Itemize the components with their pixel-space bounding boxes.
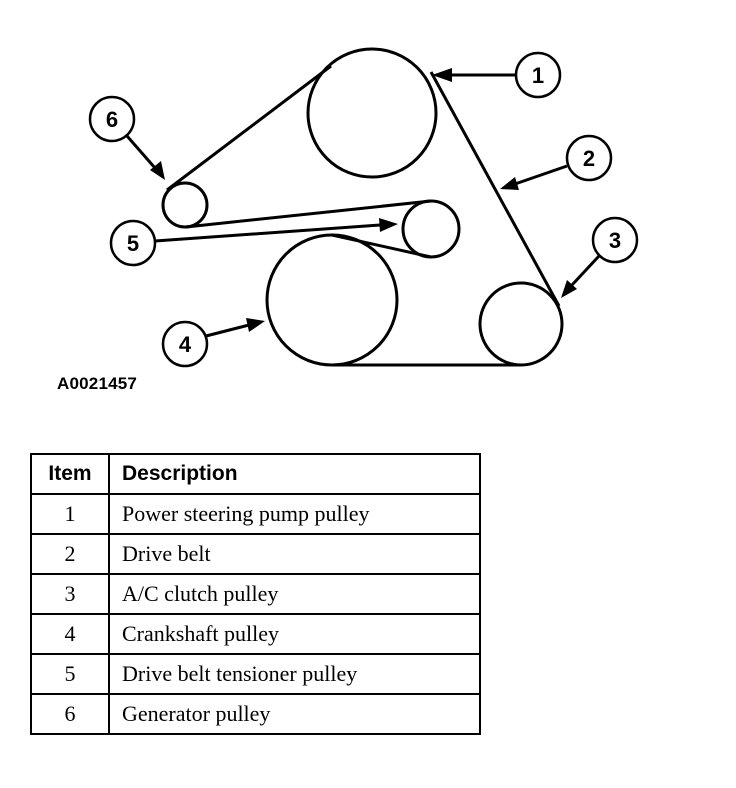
table-header-row: Item Description (30, 453, 481, 495)
svg-text:6: 6 (106, 107, 118, 132)
svg-text:4: 4 (179, 332, 192, 357)
callout-4: 4 (161, 318, 265, 368)
svg-text:5: 5 (127, 231, 139, 256)
item-description: Power steering pump pulley (108, 493, 481, 535)
callout-5: 5 (109, 218, 398, 267)
table-row: 6 Generator pulley (30, 693, 481, 735)
table-row: 3 A/C clutch pulley (30, 573, 481, 615)
drive-belt (166, 64, 561, 367)
callout-3: 3 (561, 216, 639, 298)
item-description: Drive belt tensioner pulley (108, 653, 481, 695)
table-row: 1 Power steering pump pulley (30, 493, 481, 535)
item-description: Crankshaft pulley (108, 613, 481, 655)
item-number: 3 (30, 573, 110, 615)
figure-id: A0021457 (57, 374, 138, 393)
legend-table: Item Description 1 Power steering pump p… (30, 453, 481, 735)
generator-pulley (161, 181, 209, 229)
item-description: Drive belt (108, 533, 481, 575)
svg-text:1: 1 (532, 63, 544, 88)
power-steering-pump-pulley (306, 47, 438, 179)
column-header-item: Item (30, 453, 110, 495)
table-row: 2 Drive belt (30, 533, 481, 575)
item-number: 4 (30, 613, 110, 655)
item-number: 6 (30, 693, 110, 735)
item-number: 1 (30, 493, 110, 535)
table-row: 5 Drive belt tensioner pulley (30, 653, 481, 695)
column-header-description: Description (108, 453, 481, 495)
item-number: 2 (30, 533, 110, 575)
drive-belt-tensioner-pulley (401, 199, 461, 259)
ac-clutch-pulley (478, 281, 564, 367)
table-row: 4 Crankshaft pulley (30, 613, 481, 655)
svg-text:2: 2 (583, 146, 595, 171)
svg-text:3: 3 (609, 228, 621, 253)
item-description: A/C clutch pulley (108, 573, 481, 615)
belt-routing-diagram: 1 2 3 4 5 6 (88, 47, 639, 368)
callout-1: 1 (432, 51, 562, 99)
item-description: Generator pulley (108, 693, 481, 735)
callout-2: 2 (500, 134, 613, 190)
callout-6: 6 (88, 95, 165, 180)
crankshaft-pulley (265, 233, 399, 367)
item-number: 5 (30, 653, 110, 695)
